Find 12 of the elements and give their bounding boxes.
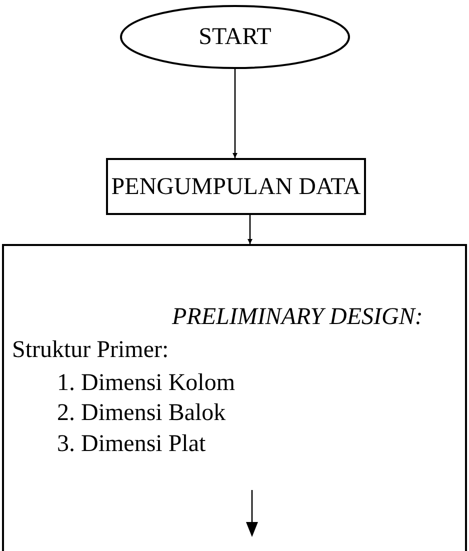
start-terminator bbox=[120, 5, 350, 69]
node-label: PENGUMPULAN DATA bbox=[110, 172, 362, 202]
list-item: 1. Dimensi Kolom bbox=[57, 371, 235, 395]
process-box bbox=[2, 244, 467, 551]
arrow bbox=[232, 69, 238, 158]
process-box bbox=[106, 158, 366, 215]
node-label: START bbox=[198, 23, 272, 52]
list-item: 2. Dimensi Balok bbox=[57, 401, 226, 425]
body-text: Struktur Primer: bbox=[12, 338, 169, 362]
heading-text: PRELIMINARY DESIGN: bbox=[172, 305, 423, 329]
arrow bbox=[247, 215, 253, 244]
list-item: 3. Dimensi Plat bbox=[57, 432, 206, 456]
